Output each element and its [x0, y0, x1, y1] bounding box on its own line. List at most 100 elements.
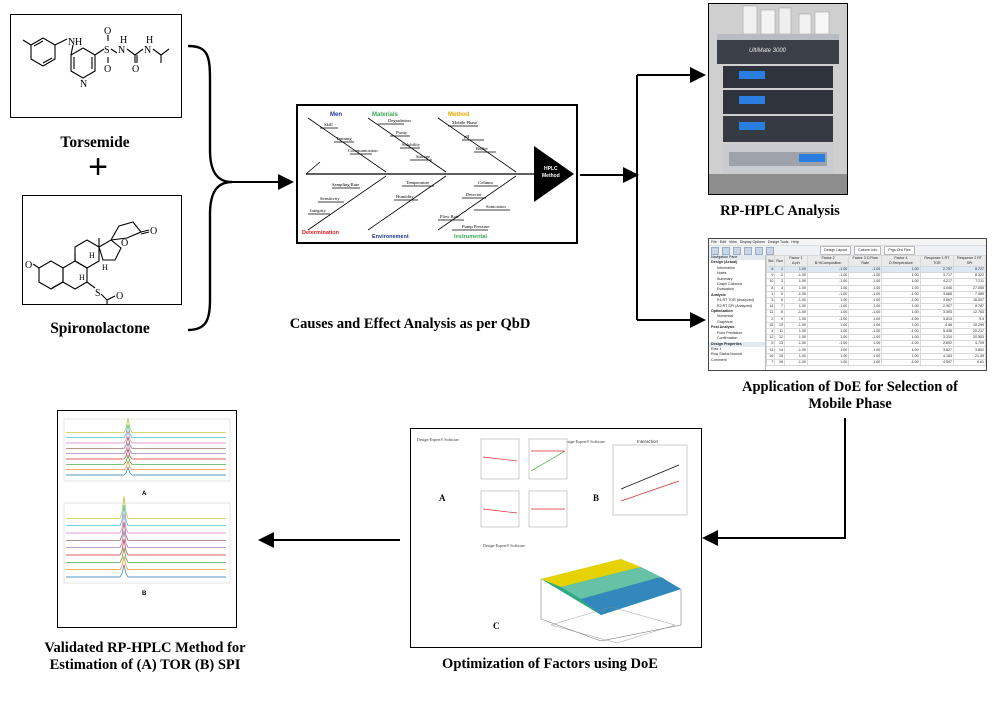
plus-sign: +: [88, 148, 108, 186]
doe-tree-item[interactable]: Notes: [717, 271, 727, 276]
svg-text:Communication: Communication: [348, 148, 378, 153]
chromatogram-a-trace: [66, 466, 226, 476]
svg-text:Detector: Detector: [466, 192, 482, 197]
svg-text:Method: Method: [542, 173, 560, 179]
doe-tree-item[interactable]: Numerical: [717, 314, 734, 319]
svg-text:Sensitivity: Sensitivity: [320, 196, 340, 201]
chromatogram-b-trace: [66, 539, 226, 556]
chromatogram-a-trace: [66, 424, 226, 439]
open-file-icon[interactable]: [722, 246, 730, 255]
svg-text:H: H: [79, 273, 85, 282]
doe-tree-item[interactable]: Optimization: [711, 309, 733, 314]
doe-tree-item[interactable]: Row Status Normal: [711, 352, 742, 357]
doe-column-header[interactable]: Factor 2 B:%Composition: [806, 255, 850, 267]
doe-column-header[interactable]: Std: [765, 255, 776, 267]
doe-tree-item[interactable]: Post Analysis: [711, 325, 735, 330]
svg-text:H: H: [75, 37, 82, 48]
svg-text:N: N: [80, 79, 87, 90]
svg-text:Buffer: Buffer: [476, 146, 488, 151]
svg-text:HPLC: HPLC: [544, 166, 558, 172]
doe-column-header[interactable]: Factor 1 A:pH: [784, 255, 808, 267]
tab-prgs-ord-flex[interactable]: Prgs Ord Flex: [884, 246, 915, 255]
save-icon[interactable]: [733, 246, 741, 255]
doe-tree-item[interactable]: Summary: [717, 276, 733, 281]
chromatogram-b-trace: [66, 530, 226, 549]
doe-menu-item[interactable]: View: [729, 240, 737, 244]
tab-design-layout[interactable]: Design Layout: [820, 246, 851, 255]
svg-text:O: O: [132, 64, 139, 75]
doe-menu-item[interactable]: Edit: [719, 240, 726, 244]
svg-text:Integrity: Integrity: [310, 208, 327, 213]
doe-cell[interactable]: -1.00: [881, 358, 921, 367]
doe-cell[interactable]: 7: [765, 358, 776, 367]
doe-tree-item[interactable]: Information: [717, 265, 735, 270]
chromatogram-a-trace: [66, 453, 226, 465]
print-icon[interactable]: [744, 246, 752, 255]
doe-menu-item[interactable]: File: [711, 240, 717, 244]
doe-column-header[interactable]: Response 1 RT TOR: [919, 255, 955, 267]
svg-text:Flow Rate: Flow Rate: [440, 214, 459, 219]
doe-column-header[interactable]: Factor 3 C:Flow Rate: [848, 255, 883, 267]
fishbone-head: [534, 146, 574, 202]
doe-cell[interactable]: -1.00: [784, 358, 808, 367]
svg-text:Design-Expert® Software: Design-Expert® Software: [563, 439, 605, 444]
torsemide-structure: N H S O O N H O N H N: [22, 26, 170, 90]
doe-tree-item[interactable]: Confirmation: [717, 336, 738, 341]
undo-icon[interactable]: [755, 246, 763, 255]
chromatogram-b-trace: [66, 496, 226, 519]
caption-validated-line1: Validated RP-HPLC Method for: [44, 640, 246, 656]
doe-tree-item[interactable]: Evaluation: [717, 287, 734, 292]
fishbone-diagram-box: HPLC Method Men Materials Method Determi…: [296, 104, 578, 244]
chromatogram-a-trace: [66, 436, 226, 449]
svg-text:Skill: Skill: [324, 122, 333, 127]
svg-text:Degradation: Degradation: [388, 118, 411, 123]
doe-tree-item[interactable]: Row 1: [711, 346, 722, 351]
chromatogram-b-trace: [66, 513, 226, 534]
doe-menu-item[interactable]: Display Options: [739, 240, 765, 244]
doe-column-header[interactable]: Response 2 RT SPI: [953, 255, 986, 267]
svg-text:O: O: [25, 260, 32, 271]
doe-tree-item[interactable]: Navigation Pane: [709, 255, 765, 261]
svg-text:N: N: [68, 37, 75, 48]
fishbone-diagram: HPLC Method Men Materials Method Determi…: [302, 112, 574, 240]
doe-column-header[interactable]: Factor 4 D:Temperature: [881, 255, 921, 267]
help-icon[interactable]: [766, 246, 774, 255]
doe-menu-item[interactable]: Help: [791, 240, 799, 244]
doe-tree-item[interactable]: Design Properties: [709, 341, 765, 347]
doe-cell[interactable]: 9.61: [953, 358, 986, 367]
chromatogram-b-trace: [66, 504, 226, 527]
svg-text:Sampling Rate: Sampling Rate: [332, 182, 359, 187]
curly-brace: [187, 44, 233, 332]
optim-label-b: B: [593, 493, 599, 503]
doe-tree-item[interactable]: Analysis: [711, 292, 726, 297]
caption-doe-line2: Mobile Phase: [808, 396, 892, 412]
doe-tree-item[interactable]: Point Prediction: [717, 330, 743, 335]
tab-column-info[interactable]: Column Info: [853, 246, 882, 255]
doe-tree-item[interactable]: Comment: [711, 357, 727, 362]
spironolactone-structure: O O O S O H H H: [25, 221, 157, 304]
optimization-panel: Design-Expert® Software Design-Expert® S…: [410, 428, 702, 648]
fishbone-category-environment: Environement: [372, 234, 409, 240]
caption-validated: Validated RP-HPLC Method for Estimation …: [20, 640, 270, 674]
doe-cell[interactable]: 4.597: [919, 358, 955, 367]
svg-text:H: H: [120, 35, 127, 46]
doe-cell[interactable]: 1.00: [806, 358, 850, 367]
doe-menu-item[interactable]: Design Tools: [767, 240, 789, 244]
chromatogram-a-trace: [66, 430, 226, 444]
doe-cell[interactable]: 16: [774, 358, 785, 367]
svg-text:S: S: [95, 288, 101, 299]
doe-tree-item[interactable]: R2:RT SPI (Analyzed): [717, 303, 753, 308]
chromatogram-a-trace: [66, 418, 226, 433]
doe-tree-item[interactable]: Design (Actual): [711, 260, 738, 265]
svg-text:Solubility: Solubility: [402, 142, 421, 147]
doe-tree-item[interactable]: Graph Columns: [717, 282, 743, 287]
doe-tree-item[interactable]: Graphical: [717, 319, 733, 324]
doe-tree-item[interactable]: R1:RT TOR (Analyzed): [717, 298, 754, 303]
doe-column-header[interactable]: Run: [774, 255, 785, 267]
spironolactone-name: Spironolactone: [50, 320, 150, 337]
new-file-icon[interactable]: [711, 246, 719, 255]
doe-cell[interactable]: 1.00: [848, 358, 883, 367]
